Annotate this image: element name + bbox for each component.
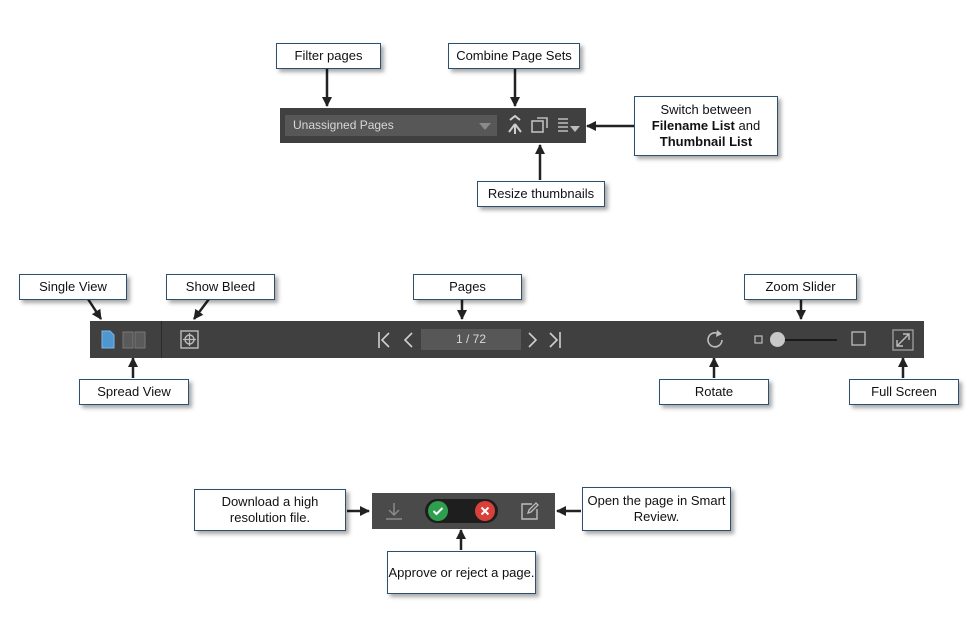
callout-text: Rotate: [694, 384, 734, 399]
callout-approve-reject: Approve or reject a page.: [387, 551, 536, 594]
callout-text-bold: Filename List: [651, 118, 735, 133]
callout-zoom-slider: Zoom Slider: [744, 274, 857, 300]
zoom-small-icon[interactable]: [754, 335, 763, 344]
callout-full-screen: Full Screen: [849, 379, 959, 405]
callout-text: Zoom Slider: [765, 279, 836, 294]
full-screen-icon[interactable]: [892, 329, 914, 351]
single-view-icon[interactable]: [101, 330, 115, 349]
callout-text: Approve or reject a page.: [388, 564, 535, 580]
filter-pages-value: Unassigned Pages: [293, 118, 394, 132]
callout-text: Resize thumbnails: [487, 186, 595, 201]
resize-thumbnails-icon[interactable]: [531, 116, 549, 134]
approve-reject-toggle[interactable]: [425, 499, 498, 523]
bleed-icon[interactable]: [179, 329, 200, 350]
last-page-icon[interactable]: [548, 331, 562, 349]
callout-single-view: Single View: [19, 274, 127, 300]
spread-view-icon[interactable]: [122, 331, 146, 349]
zoom-slider-handle[interactable]: [770, 332, 785, 347]
callout-text: Switch between: [660, 102, 752, 117]
callout-rotate: Rotate: [659, 379, 769, 405]
callout-text: Open the page in Smart: [587, 493, 726, 508]
callout-text: Show Bleed: [185, 279, 256, 294]
callout-filter-pages: Filter pages: [276, 43, 381, 69]
callout-text: Download a high: [221, 494, 319, 509]
zoom-large-icon[interactable]: [851, 331, 866, 346]
callout-text: Filter pages: [294, 48, 363, 63]
next-page-icon[interactable]: [527, 331, 539, 349]
callout-text: Spread View: [97, 384, 171, 399]
page-indicator[interactable]: 1 / 72: [421, 329, 521, 350]
callout-text: Review.: [633, 509, 680, 524]
first-page-icon[interactable]: [377, 331, 391, 349]
callout-spread-view: Spread View: [79, 379, 189, 405]
divider: [161, 321, 162, 358]
chevron-down-icon: [479, 123, 491, 130]
approval-toolbar: [372, 493, 555, 529]
callout-text: resolution file.: [229, 510, 311, 525]
callout-switch-list: Switch between Filename List and Thumbna…: [634, 96, 778, 156]
callout-text: Single View: [39, 279, 107, 294]
callout-resize-thumbnails: Resize thumbnails: [477, 181, 605, 207]
callout-text: and: [734, 118, 761, 133]
list-switch-icon[interactable]: [557, 117, 581, 135]
page-set-toolbar: Unassigned Pages: [280, 108, 586, 143]
callout-pages: Pages: [413, 274, 522, 300]
callout-text: Full Screen: [871, 384, 937, 399]
callout-text: Combine Page Sets: [456, 48, 572, 63]
rotate-icon[interactable]: [705, 329, 727, 351]
viewer-toolbar: 1 / 72: [90, 321, 924, 358]
callout-open-smart-review: Open the page in Smart Review.: [582, 487, 731, 531]
combine-icon[interactable]: [506, 115, 524, 135]
callout-text: Pages: [449, 279, 486, 294]
reject-icon: [480, 506, 490, 516]
approve-button[interactable]: [428, 501, 448, 521]
callout-show-bleed: Show Bleed: [166, 274, 275, 300]
callout-download: Download a high resolution file.: [194, 489, 346, 531]
zoom-slider-track[interactable]: [776, 339, 837, 341]
callout-text-bold: Thumbnail List: [659, 134, 753, 149]
approve-icon: [432, 507, 444, 516]
callout-combine-page-sets: Combine Page Sets: [448, 43, 580, 69]
reject-button[interactable]: [475, 501, 495, 521]
download-icon[interactable]: [384, 501, 404, 521]
prev-page-icon[interactable]: [402, 331, 414, 349]
filter-pages-dropdown[interactable]: Unassigned Pages: [285, 115, 497, 136]
edit-icon[interactable]: [520, 501, 540, 521]
page-indicator-text: 1 / 72: [455, 332, 487, 346]
